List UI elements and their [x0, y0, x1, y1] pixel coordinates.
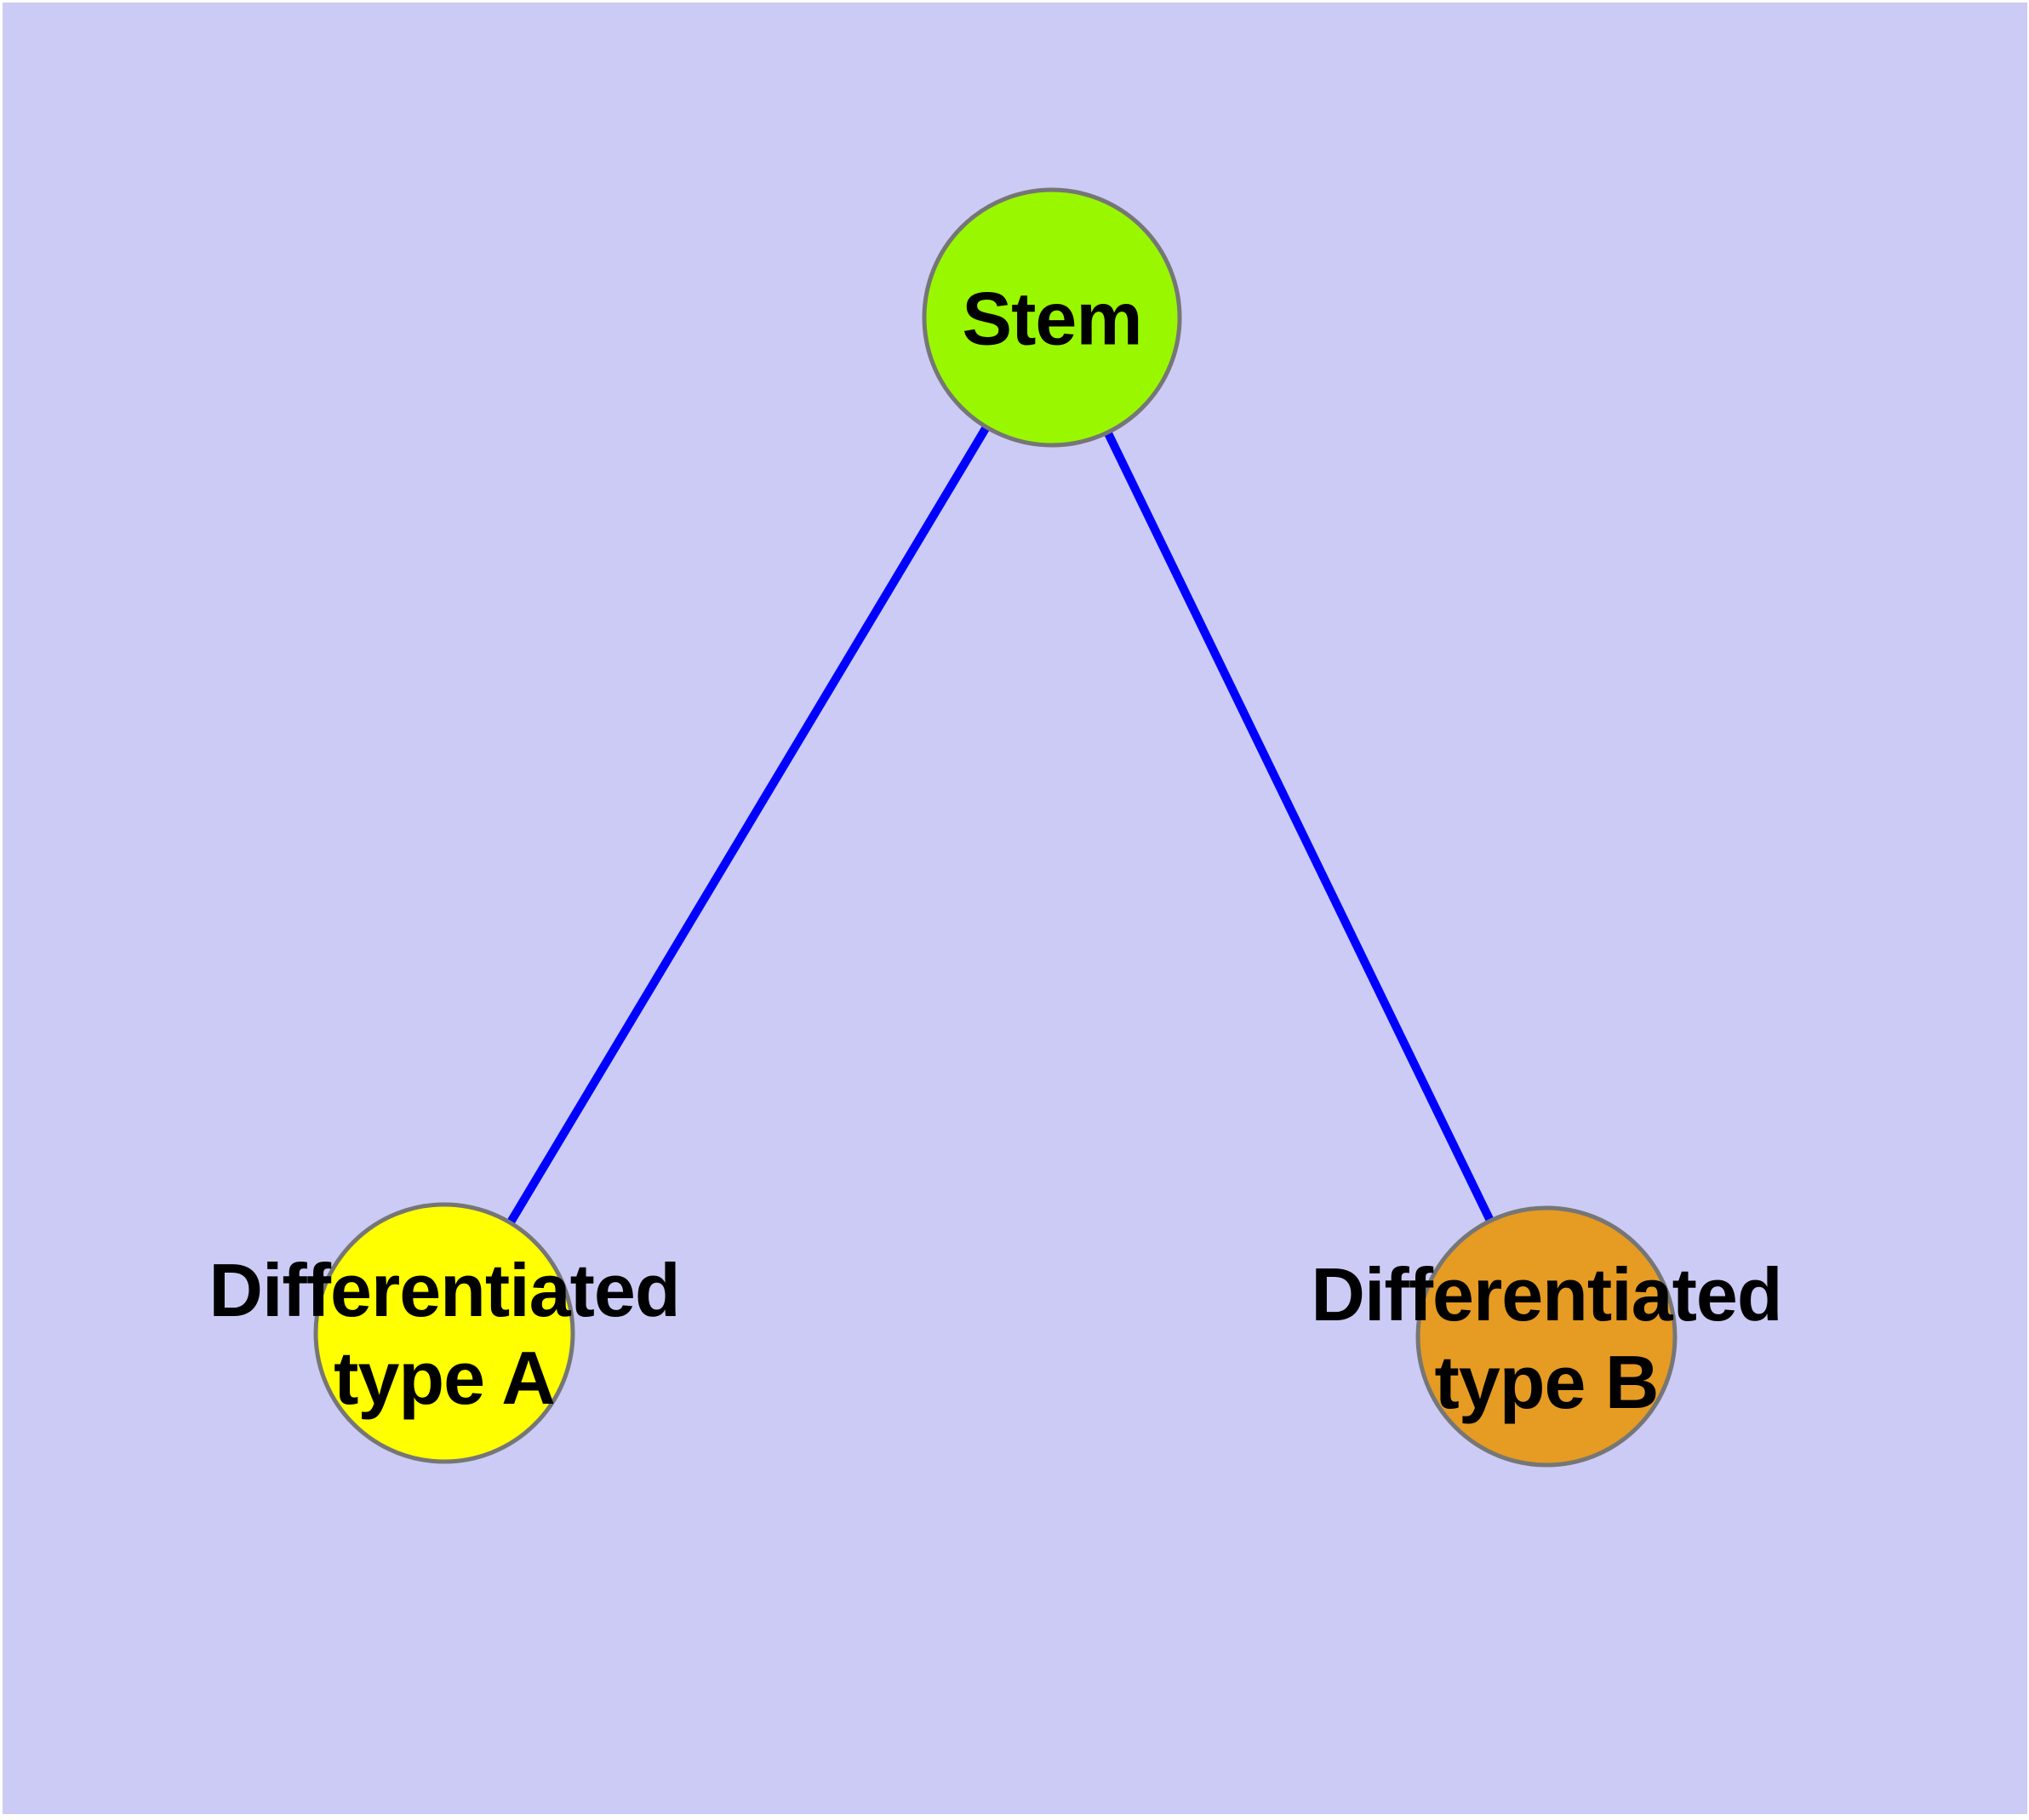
node-type-b-label: Differentiated type B: [1311, 1251, 1782, 1427]
node-type-b-label-line2: type B: [1434, 1340, 1660, 1424]
edge-stem-to-type-b: [1048, 315, 1551, 1339]
edge-stem-to-type-a: [440, 315, 1056, 1336]
node-stem-label: Stem: [962, 276, 1142, 361]
node-type-b-circle: [1415, 1205, 1677, 1468]
node-type-a-circle: [313, 1202, 575, 1464]
diagram-canvas: Stem Differentiated type A Differentiate…: [3, 3, 2027, 1814]
node-type-a-label-line2: type A: [334, 1336, 556, 1420]
node-stem-circle: [922, 187, 1182, 448]
node-type-a-label: Differentiated type A: [209, 1247, 680, 1422]
node-type-a-label-line1: Differentiated: [209, 1248, 680, 1333]
graph-svg: [313, 187, 1677, 1468]
node-type-b-label-line1: Differentiated: [1311, 1252, 1782, 1337]
